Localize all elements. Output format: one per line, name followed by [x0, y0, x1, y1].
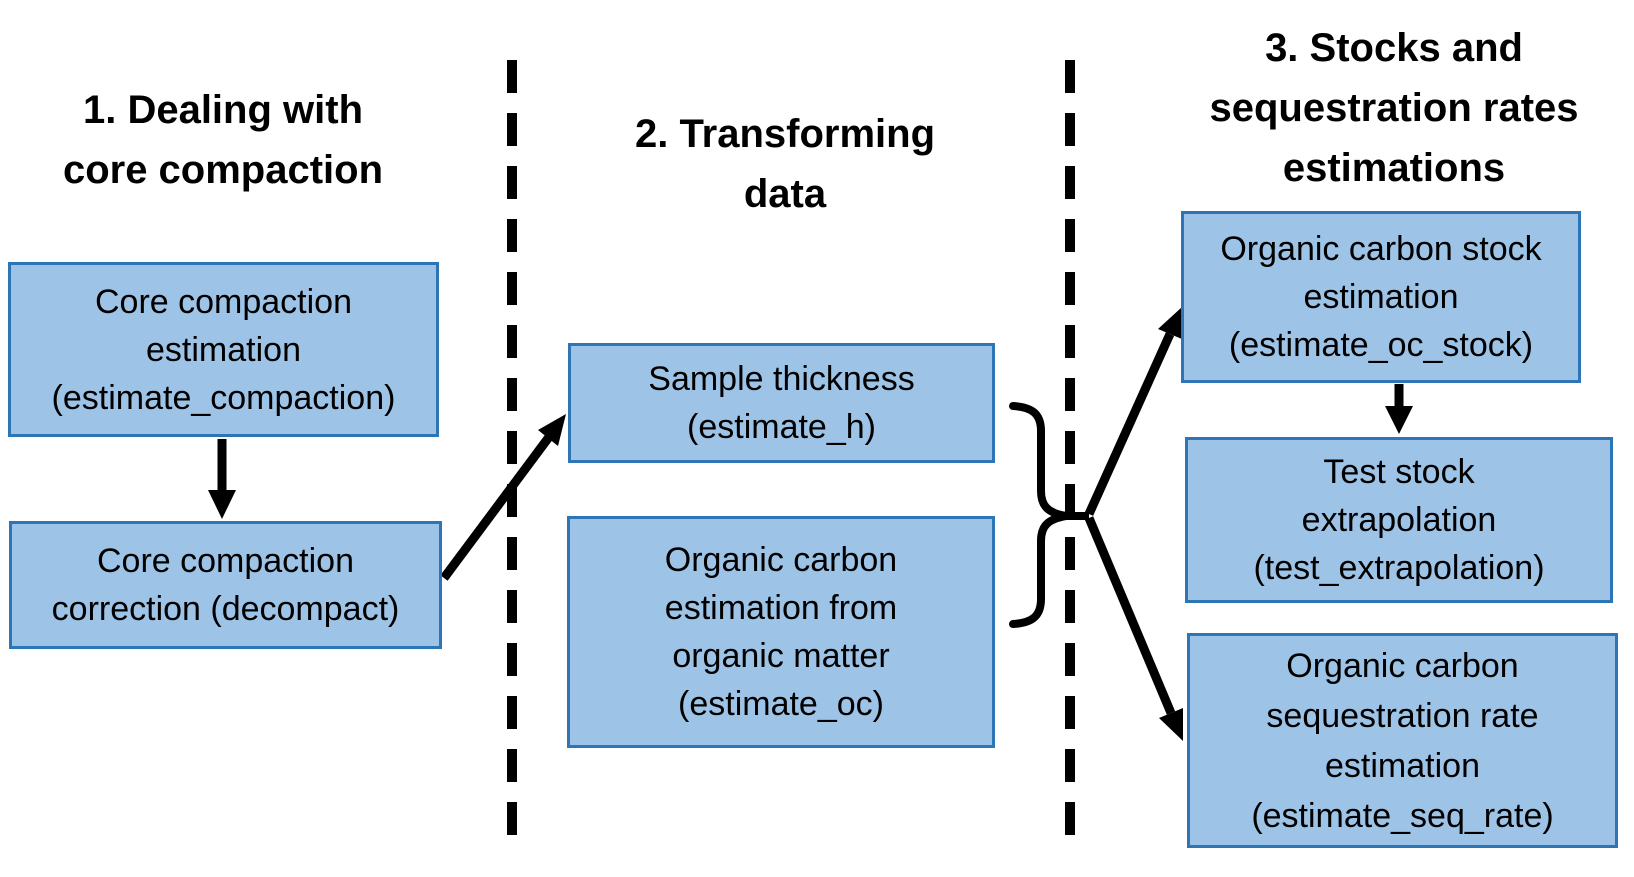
node-label-line: estimation [146, 330, 301, 369]
arrow-oc-stock-to-test-icon [1385, 384, 1413, 434]
section-3-title: 3. Stocks and sequestration rates estima… [1134, 18, 1634, 198]
node-label-line: extrapolation [1301, 501, 1497, 539]
arrow-decompact-to-estimate-h-icon [440, 414, 566, 581]
node-label-line: (estimate_seq_rate) [1251, 796, 1554, 835]
section-1-title-line: core compaction [62, 148, 384, 192]
arrow-compaction-to-decompact-icon [208, 439, 236, 519]
node-label-line: (test_extrapolation) [1253, 549, 1545, 587]
node-estimate-oc-stock: Organic carbon stock estimation (estimat… [1181, 211, 1581, 383]
section-2-title: 2. Transforming data [585, 104, 985, 224]
node-estimate-compaction: Core compaction estimation (estimate_com… [8, 262, 439, 437]
arrow-brace-to-oc-stock-icon [1084, 307, 1182, 516]
node-label-line: Organic carbon [1286, 646, 1519, 685]
node-label-line: estimation from [664, 589, 898, 627]
node-estimate-seq-rate: Organic carbon sequestration rate estima… [1187, 633, 1618, 848]
section-1-title-line: 1. Dealing with [82, 88, 364, 132]
arrow-brace-to-seq-rate-icon [1084, 516, 1183, 741]
node-label-line: (estimate_h) [687, 408, 876, 446]
node-estimate-h: Sample thickness (estimate_h) [568, 343, 995, 463]
section-1-title: 1. Dealing with core compaction [3, 80, 443, 200]
node-label-line: sequestration rate [1266, 696, 1539, 735]
node-label-line: (estimate_oc_stock) [1228, 326, 1534, 364]
node-label-line: (estimate_compaction) [51, 378, 396, 417]
node-label-line: Organic carbon stock [1220, 230, 1542, 268]
section-3-title-line: 3. Stocks and [1265, 26, 1523, 70]
node-label-line: estimation [1325, 746, 1480, 785]
node-label-line: Core compaction [94, 282, 352, 321]
node-label-line: Sample thickness [648, 360, 915, 398]
section-3-title-line: sequestration rates [1209, 86, 1579, 130]
node-label-line: Test stock [1323, 453, 1475, 491]
node-label-line: estimation [1303, 278, 1459, 316]
node-label-line: organic matter [672, 637, 890, 675]
node-label-line: Organic carbon [664, 541, 898, 579]
node-decompact: Core compaction correction (decompact) [9, 521, 442, 649]
section-3-title-line: estimations [1282, 146, 1506, 190]
section-2-title-line: 2. Transforming [634, 112, 936, 156]
section-2-title-line: data [743, 172, 827, 216]
node-label-line: correction (decompact) [51, 590, 400, 628]
node-test-extrapolation: Test stock extrapolation (test_extrapola… [1185, 437, 1613, 603]
node-label-line: Core compaction [96, 542, 354, 580]
node-label-line: (estimate_oc) [678, 685, 884, 723]
curly-brace-icon [1009, 402, 1067, 628]
node-estimate-oc: Organic carbon estimation from organic m… [567, 516, 995, 748]
